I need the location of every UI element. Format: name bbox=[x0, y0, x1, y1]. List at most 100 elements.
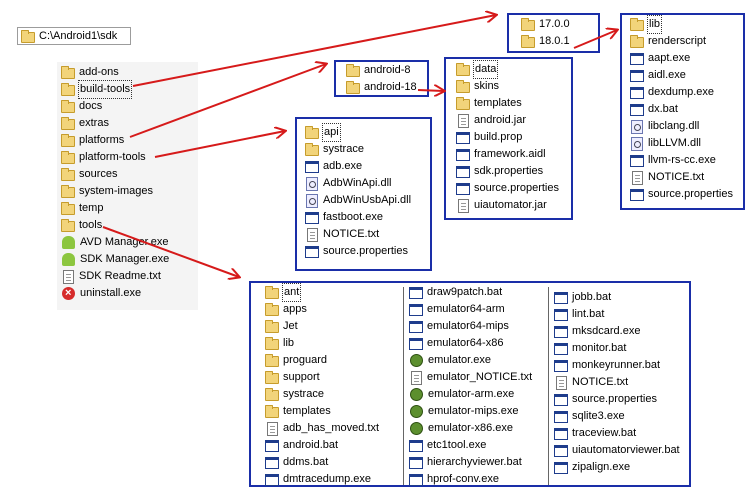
item-label: framework.aidl bbox=[474, 148, 546, 160]
list-item[interactable]: uiautomatorviewer.bat bbox=[554, 442, 690, 459]
item-label: jobb.bat bbox=[572, 291, 612, 303]
list-item[interactable]: 18.0.1 bbox=[521, 33, 598, 50]
list-item[interactable]: source.properties bbox=[305, 243, 430, 260]
list-item[interactable]: apps bbox=[265, 301, 405, 318]
folder-icon bbox=[265, 286, 279, 299]
list-item[interactable]: lib bbox=[265, 335, 405, 352]
list-item[interactable]: hierarchyviewer.bat bbox=[409, 454, 547, 471]
list-item[interactable]: ddms.bat bbox=[265, 454, 405, 471]
list-item[interactable]: NOTICE.txt bbox=[305, 226, 430, 243]
list-item[interactable]: libLLVM.dll bbox=[630, 135, 743, 152]
list-item[interactable]: android-8 bbox=[346, 62, 427, 79]
list-item[interactable]: jobb.bat bbox=[554, 289, 690, 306]
list-item[interactable]: support bbox=[265, 369, 405, 386]
list-item[interactable]: mksdcard.exe bbox=[554, 323, 690, 340]
list-item[interactable]: emulator-mips.exe bbox=[409, 403, 547, 420]
list-item[interactable]: extras bbox=[61, 115, 198, 132]
list-item[interactable]: emulator_NOTICE.txt bbox=[409, 369, 547, 386]
list-item[interactable]: api bbox=[305, 123, 430, 142]
list-item[interactable]: draw9patch.bat bbox=[409, 284, 547, 301]
list-item[interactable]: etc1tool.exe bbox=[409, 437, 547, 454]
list-item[interactable]: platforms bbox=[61, 132, 198, 149]
list-item[interactable]: uiautomator.jar bbox=[456, 197, 571, 214]
list-item[interactable]: source.properties bbox=[456, 180, 571, 197]
list-item[interactable]: tools bbox=[61, 217, 198, 234]
list-item[interactable]: android-18 bbox=[346, 79, 427, 96]
list-item[interactable]: system-images bbox=[61, 183, 198, 200]
list-item[interactable]: build.prop bbox=[456, 129, 571, 146]
list-item[interactable]: emulator64-x86 bbox=[409, 335, 547, 352]
address-bar[interactable]: C:\Android1\sdk bbox=[17, 27, 131, 45]
list-item[interactable]: adb.exe bbox=[305, 158, 430, 175]
exe-icon bbox=[554, 427, 568, 440]
list-item[interactable]: emulator64-arm bbox=[409, 301, 547, 318]
list-item[interactable]: systrace bbox=[265, 386, 405, 403]
list-item[interactable]: AVD Manager.exe bbox=[61, 234, 198, 251]
list-item[interactable]: sqlite3.exe bbox=[554, 408, 690, 425]
list-item[interactable]: dmtracedump.exe bbox=[265, 471, 405, 488]
list-item[interactable]: sdk.properties bbox=[456, 163, 571, 180]
exe-icon bbox=[409, 286, 423, 299]
exe-icon bbox=[409, 456, 423, 469]
folder-icon bbox=[265, 405, 279, 418]
item-label: sdk.properties bbox=[474, 165, 544, 177]
list-item[interactable]: libclang.dll bbox=[630, 118, 743, 135]
list-item[interactable]: skins bbox=[456, 78, 571, 95]
exe-icon bbox=[554, 359, 568, 372]
list-item[interactable]: lib bbox=[630, 15, 743, 34]
list-item[interactable]: framework.aidl bbox=[456, 146, 571, 163]
err-icon bbox=[62, 285, 75, 302]
list-item[interactable]: aapt.exe bbox=[630, 50, 743, 67]
item-label: platforms bbox=[79, 134, 125, 146]
folder-icon bbox=[521, 35, 535, 48]
list-item[interactable]: source.properties bbox=[630, 186, 743, 203]
list-item[interactable]: android.bat bbox=[265, 437, 405, 454]
list-item[interactable]: platform-tools bbox=[61, 149, 198, 166]
list-item[interactable]: temp bbox=[61, 200, 198, 217]
folder-icon bbox=[346, 64, 360, 77]
list-item[interactable]: proguard bbox=[265, 352, 405, 369]
item-label: build.prop bbox=[474, 131, 523, 143]
list-item[interactable]: adb_has_moved.txt bbox=[265, 420, 405, 437]
list-item[interactable]: NOTICE.txt bbox=[554, 374, 690, 391]
list-item[interactable]: monitor.bat bbox=[554, 340, 690, 357]
list-item[interactable]: ant bbox=[265, 283, 405, 302]
list-item[interactable]: 17.0.0 bbox=[521, 16, 598, 33]
list-item[interactable]: Jet bbox=[265, 318, 405, 335]
list-item[interactable]: docs bbox=[61, 98, 198, 115]
list-item[interactable]: android.jar bbox=[456, 112, 571, 129]
list-item[interactable]: SDK Readme.txt bbox=[61, 268, 198, 285]
item-label: add-ons bbox=[79, 66, 119, 78]
list-item[interactable]: systrace bbox=[305, 141, 430, 158]
list-item[interactable]: llvm-rs-cc.exe bbox=[630, 152, 743, 169]
list-item[interactable]: add-ons bbox=[61, 64, 198, 81]
list-item[interactable]: build-tools bbox=[61, 80, 198, 99]
list-item[interactable]: monkeyrunner.bat bbox=[554, 357, 690, 374]
list-item[interactable]: lint.bat bbox=[554, 306, 690, 323]
list-item[interactable]: sources bbox=[61, 166, 198, 183]
list-item[interactable]: zipalign.exe bbox=[554, 459, 690, 476]
list-item[interactable]: hprof-conv.exe bbox=[409, 471, 547, 488]
list-item[interactable]: uninstall.exe bbox=[61, 285, 198, 302]
list-item[interactable]: SDK Manager.exe bbox=[61, 251, 198, 268]
list-item[interactable]: emulator-arm.exe bbox=[409, 386, 547, 403]
list-item[interactable]: AdbWinUsbApi.dll bbox=[305, 192, 430, 209]
list-item[interactable]: templates bbox=[456, 95, 571, 112]
list-item[interactable]: emulator.exe bbox=[409, 352, 547, 369]
list-item[interactable]: dexdump.exe bbox=[630, 84, 743, 101]
list-item[interactable]: emulator-x86.exe bbox=[409, 420, 547, 437]
list-item[interactable]: fastboot.exe bbox=[305, 209, 430, 226]
list-item[interactable]: AdbWinApi.dll bbox=[305, 175, 430, 192]
list-item[interactable]: NOTICE.txt bbox=[630, 169, 743, 186]
list-item[interactable]: templates bbox=[265, 403, 405, 420]
list-item[interactable]: data bbox=[456, 60, 571, 79]
list-item[interactable]: source.properties bbox=[554, 391, 690, 408]
list-item[interactable]: emulator64-mips bbox=[409, 318, 547, 335]
list-item[interactable]: renderscript bbox=[630, 33, 743, 50]
list-item[interactable]: dx.bat bbox=[630, 101, 743, 118]
list-item[interactable]: aidl.exe bbox=[630, 67, 743, 84]
list-item[interactable]: traceview.bat bbox=[554, 425, 690, 442]
